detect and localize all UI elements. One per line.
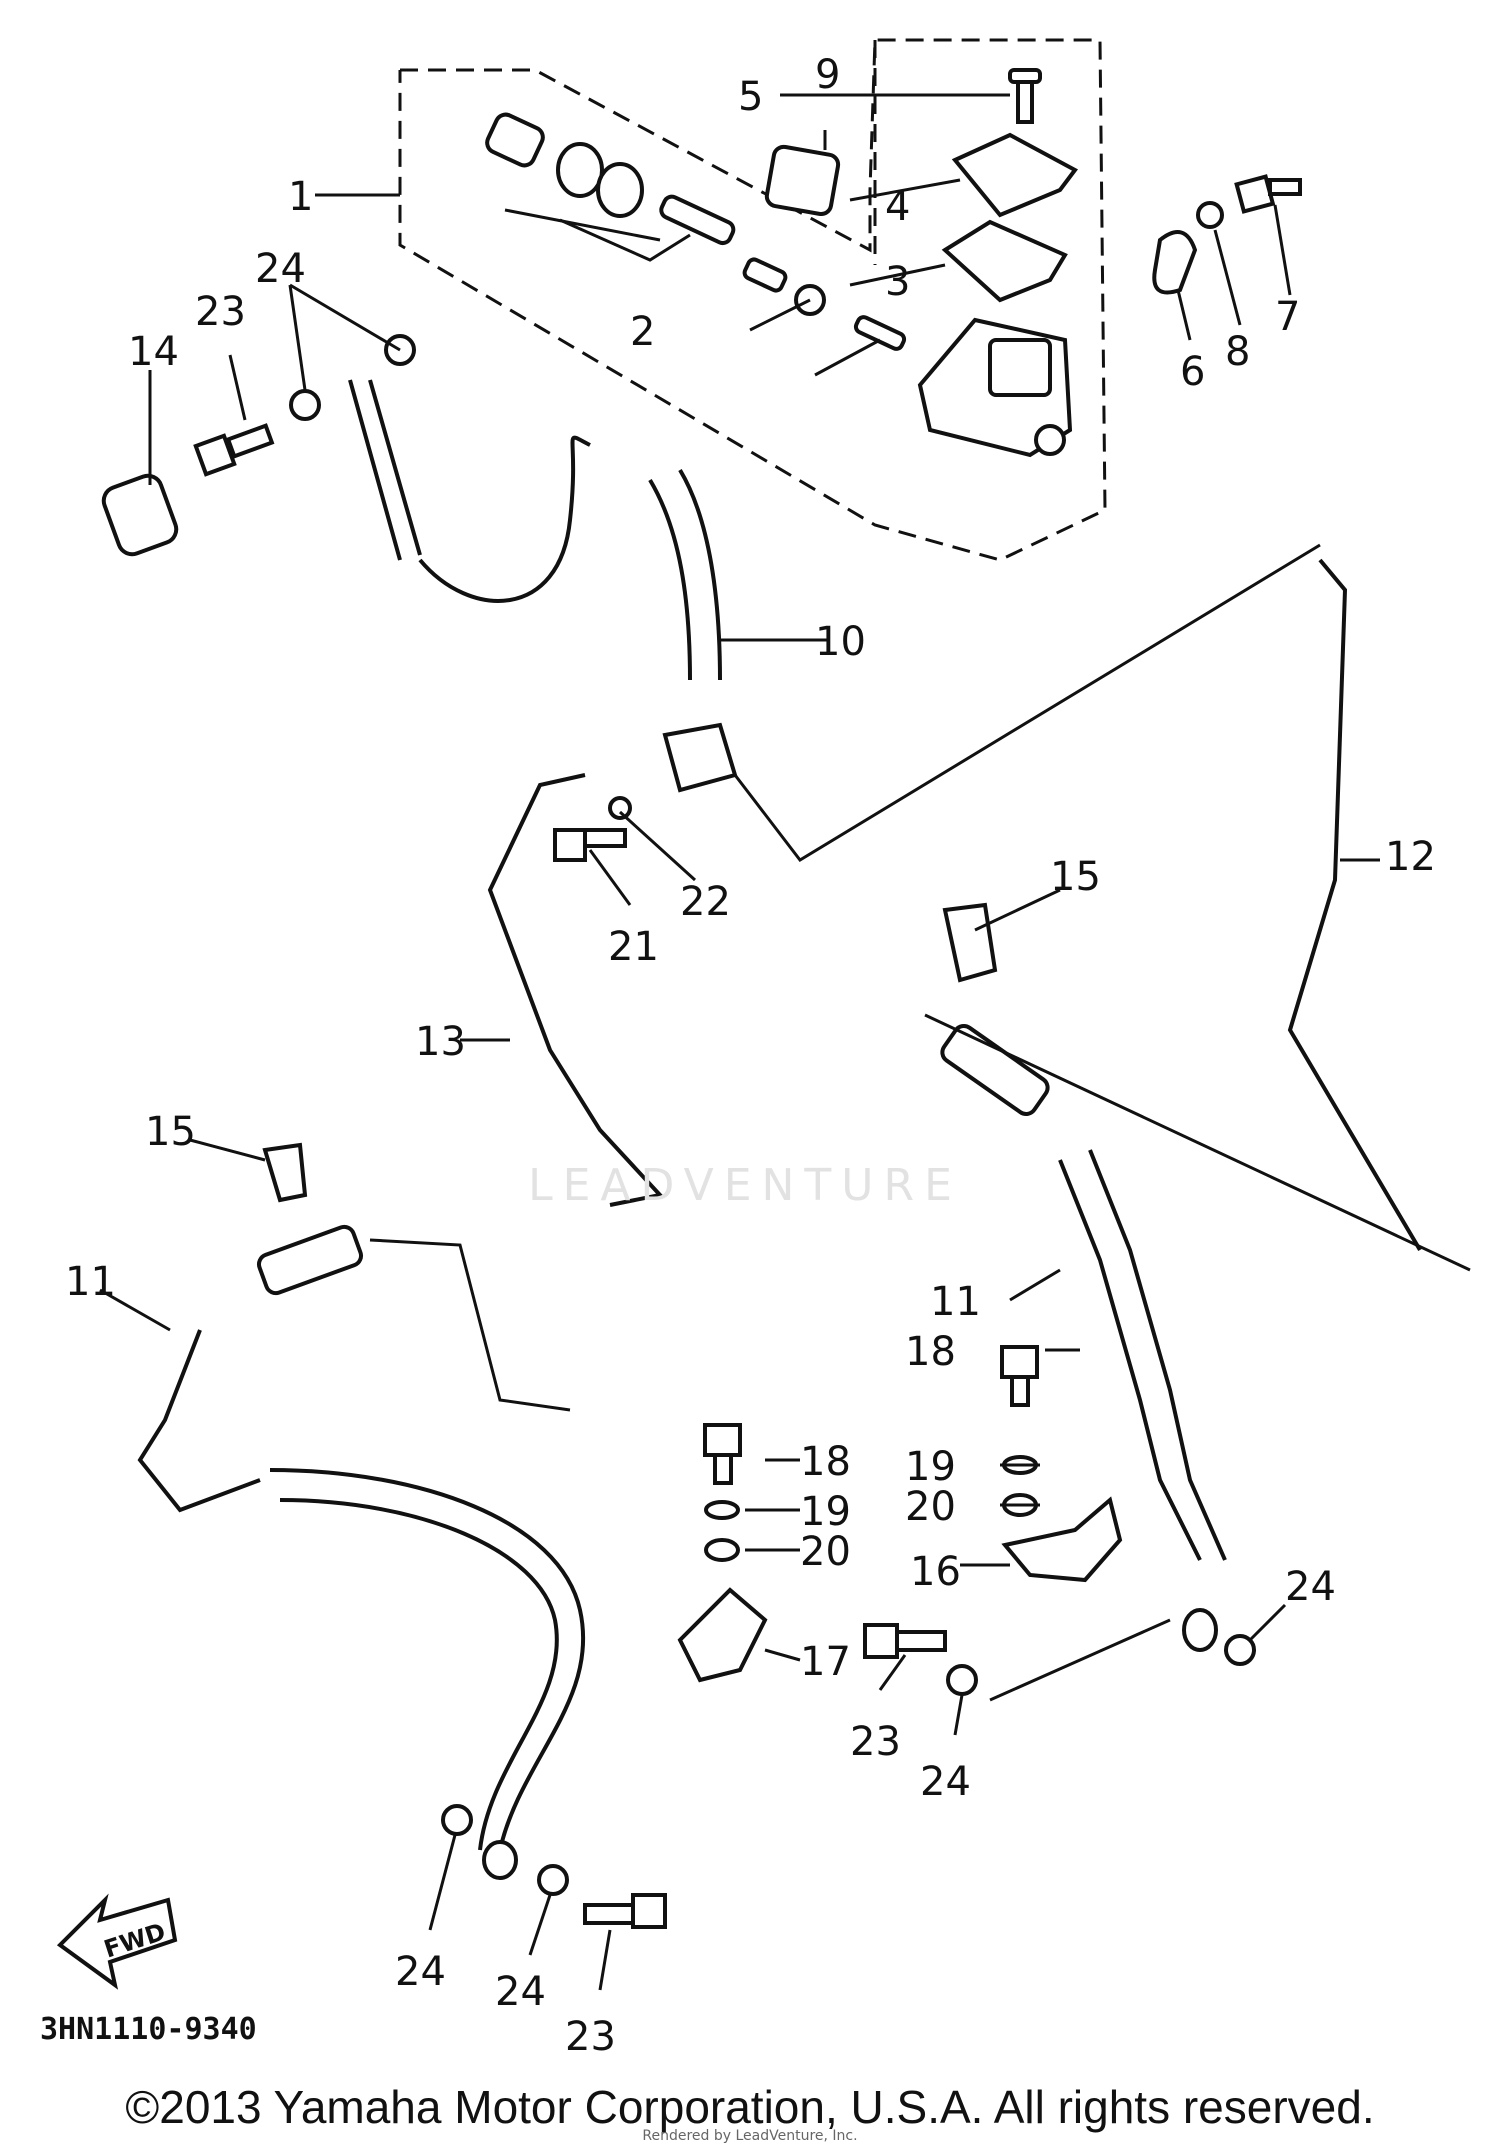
callout-18-mid: 18 [800, 1439, 851, 1485]
part-4-plate [951, 132, 1078, 218]
part-9-cap [764, 144, 841, 217]
callout-7: 7 [1275, 294, 1300, 340]
part-24-washer-top-a [289, 389, 321, 421]
leader-joint-to-12 [733, 543, 1321, 862]
callout-24-right-bottom: 24 [920, 1759, 971, 1805]
copyright-notice: ©2013 Yamaha Motor Corporation, U.S.A. A… [125, 2081, 1375, 2133]
callout-leaders [99, 93, 1380, 1991]
part-10-hose [648, 468, 722, 681]
callout-1: 1 [288, 174, 313, 220]
callout-14: 14 [128, 329, 179, 375]
callout-20-right: 20 [905, 1484, 956, 1530]
part-7-bolt [1234, 174, 1302, 214]
callout-23-top: 23 [195, 289, 246, 335]
assembly-boundary [398, 38, 1107, 562]
leader-2d [814, 338, 881, 377]
master-cylinder-body [917, 317, 1073, 458]
part-8-washer [1196, 201, 1224, 229]
callout-23-left: 23 [565, 2014, 616, 2060]
part-23-bolt-right [863, 1623, 947, 1659]
part-24-washer-right-a [946, 1664, 978, 1696]
callout-19-mid: 19 [800, 1489, 851, 1535]
callout-24-left-b: 24 [495, 1969, 546, 2015]
callout-11-right: 11 [930, 1279, 981, 1325]
part-23-bolt-top [193, 423, 275, 477]
callout-17: 17 [800, 1639, 851, 1685]
part-11-hose-right [940, 1023, 1227, 1652]
leader-24-to-hose-right [989, 1618, 1171, 1702]
callout-18-right: 18 [905, 1329, 956, 1375]
callout-19-right: 19 [905, 1444, 956, 1490]
part-16-bracket [1001, 1496, 1123, 1583]
part-18-bolt-mid [703, 1423, 742, 1485]
diagram-code: 3HN1110-9340 [40, 2012, 257, 2047]
leader-2b [559, 218, 691, 262]
part-5-screw [1008, 68, 1042, 124]
callout-12: 12 [1385, 834, 1436, 880]
callout-13: 13 [415, 1019, 466, 1065]
callout-24-top: 24 [255, 246, 306, 292]
callout-11-left: 11 [65, 1259, 116, 1305]
callout-6: 6 [1180, 349, 1205, 395]
part-14-cap [101, 473, 179, 557]
part-3-diaphragm [941, 219, 1068, 303]
callout-4: 4 [885, 184, 910, 230]
callout-labels: 1 9 5 4 3 2 6 8 7 24 23 14 10 22 21 12 1… [65, 52, 1436, 2060]
callout-20-mid: 20 [800, 1529, 851, 1575]
callout-15-left: 15 [145, 1109, 196, 1155]
callout-16: 16 [910, 1549, 961, 1595]
part-2-piston-kit [485, 112, 907, 351]
callout-8: 8 [1225, 329, 1250, 375]
leader-13-to-11-left [369, 1238, 571, 1412]
three-way-joint [662, 722, 738, 793]
leader-15-to-11-right [924, 1013, 1471, 1272]
hose-left-upper [348, 379, 422, 561]
brake-line-loop [418, 435, 591, 603]
part-24-washer-left-b [537, 1864, 569, 1896]
part-6-clamp [1152, 230, 1198, 295]
callout-2: 2 [630, 309, 655, 355]
part-20-washer-mid [704, 1538, 740, 1562]
callout-24-left-a: 24 [395, 1949, 446, 1995]
part-18-bolt-right [1000, 1345, 1039, 1407]
callout-22: 22 [680, 879, 731, 925]
part-24-washer-left-a [441, 1804, 473, 1836]
part-22-washer [608, 796, 632, 820]
callout-5: 5 [738, 74, 763, 120]
callout-24-right-top: 24 [1285, 1564, 1336, 1610]
part-13-brake-pipe [487, 773, 664, 1207]
watermark: LEADVENTURE [528, 1160, 962, 1211]
callout-15-right: 15 [1050, 854, 1101, 900]
leader-2c [749, 298, 811, 332]
part-24-washer-right-b [1224, 1634, 1256, 1666]
leader-2a [504, 208, 661, 242]
part-17-bracket [677, 1587, 768, 1683]
callout-3: 3 [885, 259, 910, 305]
part-21-bolt [553, 828, 627, 862]
part-15-clip-left [262, 1142, 308, 1203]
part-12-brake-pipe [1287, 558, 1422, 1252]
part-15-clip-right [942, 902, 998, 983]
fwd-arrow: FWD [56, 1893, 178, 1990]
callout-10: 10 [815, 619, 866, 665]
callout-9: 9 [815, 52, 840, 98]
render-credit: Rendered by LeadVenture, Inc. [642, 2128, 858, 2144]
callout-21: 21 [608, 924, 659, 970]
part-23-bolt-left [583, 1893, 667, 1929]
part-11-hose-left [137, 1224, 586, 1880]
callout-23-right: 23 [850, 1719, 901, 1765]
part-19-washer-mid [704, 1500, 740, 1520]
